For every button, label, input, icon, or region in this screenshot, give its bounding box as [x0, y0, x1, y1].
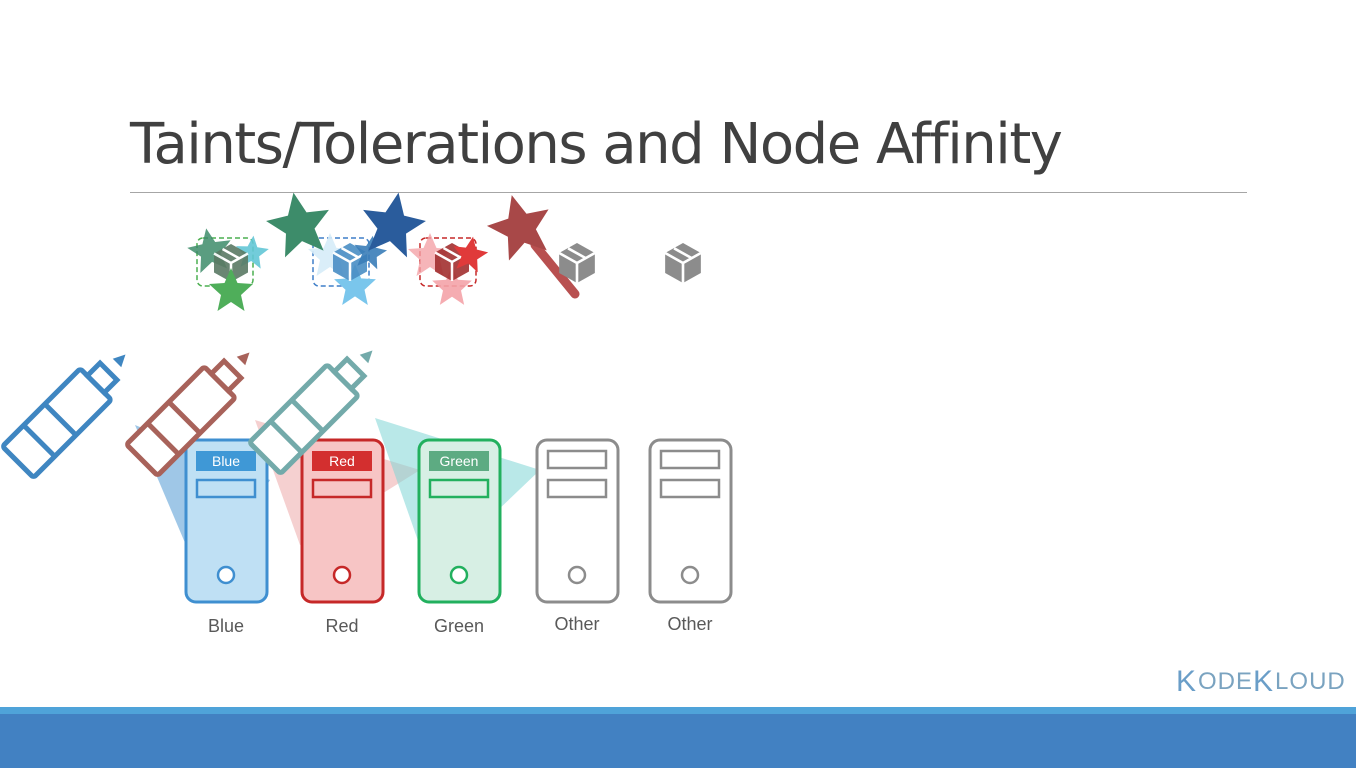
scheduling-diagram: Blue Red Green [1, 186, 733, 604]
kodekloud-logo: K ODE K LOUD [1176, 665, 1346, 698]
footer-band [0, 714, 1356, 768]
star-icon-large-red [480, 186, 559, 264]
wand-tail [530, 240, 580, 299]
node-tag-bg [429, 451, 489, 471]
node-server-1: Red [300, 438, 385, 604]
logo-text-ode: ODE [1198, 668, 1254, 695]
node-server-2: Green [417, 438, 502, 604]
power-button-icon [332, 565, 352, 585]
drive-bay [546, 449, 608, 470]
footer-accent-bar [0, 707, 1356, 714]
node-tag-bg [196, 451, 256, 471]
node-label-2: Green [433, 616, 485, 636]
logo-text-loud: LOUD [1275, 668, 1346, 695]
logo-bracket-k2: K [1253, 665, 1275, 698]
power-button-icon [680, 565, 700, 585]
logo-bracket-k: K [1176, 665, 1198, 698]
star-icon [209, 268, 253, 311]
drive-bay [195, 478, 257, 499]
node-label-0: Blue [207, 616, 245, 636]
pod-cube-icon-gray [664, 243, 702, 283]
spray-can-icon [1, 354, 126, 479]
node-server-0: Blue [184, 438, 269, 604]
drive-bay [546, 478, 608, 499]
node-label-3: Other [554, 614, 600, 634]
node-tag-text: Green [440, 453, 479, 469]
spray-can-icon [125, 352, 250, 477]
pod-cube-icon-gray [558, 243, 596, 283]
node-tag-text: Red [329, 453, 355, 469]
spray-can-icon [248, 350, 373, 475]
drive-bay [428, 478, 490, 499]
power-button-icon [449, 565, 469, 585]
pod-cube-icon-blue [332, 243, 368, 281]
title-divider [130, 192, 1247, 193]
node-server-3 [535, 438, 620, 604]
power-button-icon [216, 565, 236, 585]
slide-title: Taints/Tolerations and Node Affinity [130, 112, 1063, 177]
pod-dashed-outline [312, 237, 370, 287]
power-button-icon [567, 565, 587, 585]
drive-bay [659, 478, 721, 499]
drive-bay [659, 449, 721, 470]
node-tag-bg [312, 451, 372, 471]
node-tag-text: Blue [212, 453, 240, 469]
node-label-1: Red [325, 616, 359, 636]
drive-bay [311, 478, 373, 499]
node-server-4 [648, 438, 733, 604]
node-label-4: Other [667, 614, 713, 634]
